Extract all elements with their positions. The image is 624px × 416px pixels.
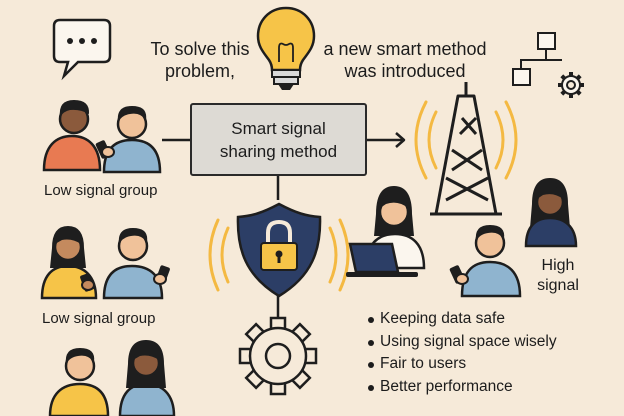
benefit-item: Better performance [366, 376, 557, 399]
benefit-item: Using signal space wisely [366, 331, 557, 354]
headline-right: a new smart method was introduced [320, 38, 490, 82]
high-signal-label: High signal [528, 256, 588, 296]
connector-lines [162, 132, 406, 322]
benefit-item: Keeping data safe [366, 308, 557, 331]
small-gear-icon [558, 72, 584, 98]
low-signal-group-label-top: Low signal group [44, 182, 158, 199]
shield-signal-waves [208, 218, 350, 292]
headline-left-line2: problem, [164, 61, 236, 81]
high-signal-line1: High [541, 257, 575, 274]
person-dark-skin-navy-shirt [524, 178, 578, 248]
person-blue-shirt-middle [102, 228, 170, 300]
headline-right-line1: a new smart method [323, 39, 487, 59]
headline-left-line1: To solve this [150, 39, 250, 59]
light-bulb-icon [256, 6, 316, 90]
center-box-line2: sharing method [219, 141, 338, 161]
hierarchy-icon [512, 32, 562, 86]
person-dark-skin-orange-shirt [42, 100, 102, 172]
shield-lock-icon [236, 202, 322, 298]
person-blue-shirt-right [449, 225, 522, 298]
person-blue-shirt-phone [95, 106, 162, 174]
speech-bubble-icon [52, 18, 112, 81]
person-yellow-shirt-bottom [48, 348, 110, 416]
center-box-line1: Smart signal [231, 118, 326, 138]
benefits-list: Keeping data safe Using signal space wis… [366, 308, 557, 398]
laptop-icon [346, 242, 418, 277]
person-yellow-shirt [40, 226, 98, 300]
headline-left: To solve this problem, [140, 38, 260, 82]
person-dark-skin-bottom [118, 340, 176, 416]
high-signal-line2: signal [537, 277, 579, 294]
benefit-item: Fair to users [366, 353, 557, 376]
person-with-laptop [364, 186, 426, 270]
cell-tower-icon [430, 82, 502, 216]
headline-right-line2: was introduced [344, 61, 466, 81]
low-signal-group-label-bottom: Low signal group [42, 310, 156, 327]
tower-signal-waves [414, 100, 518, 180]
smart-signal-sharing-box: Smart signal sharing method [190, 103, 367, 176]
gear-icon [238, 316, 318, 396]
